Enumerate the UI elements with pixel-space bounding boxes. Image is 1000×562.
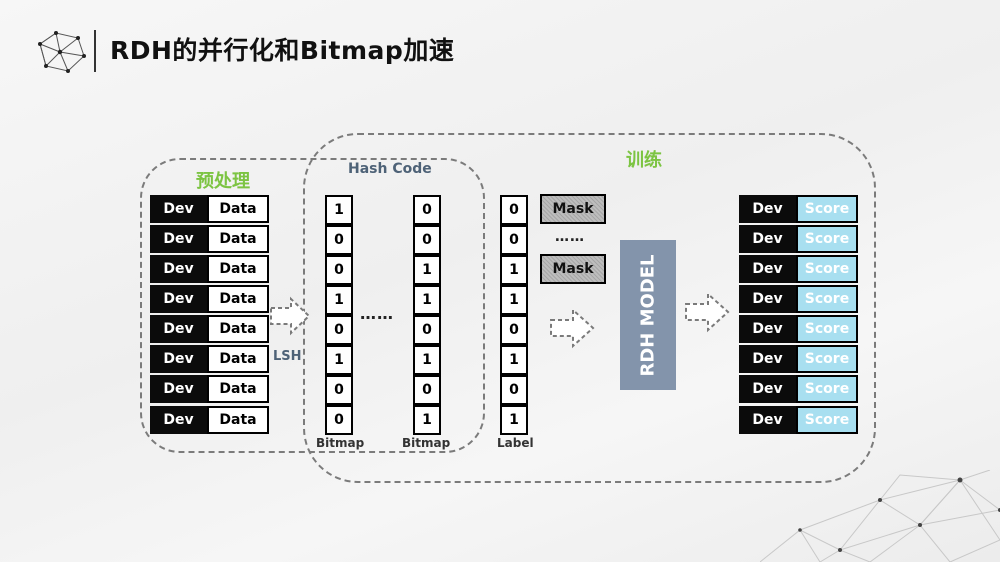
label-cell: 0 <box>500 315 528 345</box>
bit-cell: 0 <box>413 375 441 405</box>
label-column: 0 0 1 1 0 1 0 1 <box>500 195 528 435</box>
dev-cell: Dev <box>739 285 796 313</box>
data-cell: Data <box>207 315 269 343</box>
bitmap-ellipsis: …… <box>360 304 394 323</box>
bit-cell: 1 <box>413 285 441 315</box>
arrow-to-output-icon <box>685 291 730 333</box>
lsh-arrow-icon <box>270 296 311 336</box>
hash-code-label: Hash Code <box>348 161 432 177</box>
bit-cell: 1 <box>325 195 353 225</box>
bit-cell: 0 <box>413 195 441 225</box>
bitmap-label-2: Bitmap <box>402 436 451 450</box>
dev-cell: Dev <box>739 195 796 223</box>
data-cell: Data <box>207 285 269 313</box>
dev-cell: Dev <box>150 255 207 283</box>
bitmap-column-2: 0 0 1 1 0 1 0 1 <box>413 195 441 435</box>
label-cell: 1 <box>500 255 528 285</box>
dev-cell: Dev <box>739 225 796 253</box>
dev-cell: Dev <box>150 225 207 253</box>
data-cell: Data <box>207 225 269 253</box>
bitmap-label-1: Bitmap <box>316 436 365 450</box>
dev-cell: Dev <box>150 315 207 343</box>
bit-cell: 0 <box>325 225 353 255</box>
dev-cell: Dev <box>739 315 796 343</box>
bit-cell: 0 <box>325 315 353 345</box>
score-cell: Score <box>796 225 858 253</box>
page-title: RDH的并行化和Bitmap加速 <box>110 36 455 65</box>
data-cell: Data <box>207 195 269 223</box>
rdh-model-block: RDH MODEL <box>620 240 676 390</box>
score-cell: Score <box>796 255 858 283</box>
data-cell: Data <box>207 345 269 373</box>
bit-cell: 0 <box>325 255 353 285</box>
preprocess-label: 预处理 <box>196 171 250 192</box>
bit-cell: 1 <box>325 345 353 375</box>
data-cell: Data <box>207 375 269 403</box>
score-cell: Score <box>796 195 858 223</box>
label-cell: 1 <box>500 345 528 375</box>
score-cell: Score <box>796 315 858 343</box>
dev-cell: Dev <box>150 285 207 313</box>
rdh-model-label: RDH MODEL <box>637 253 659 377</box>
bit-cell: 0 <box>325 405 353 435</box>
bit-cell: 0 <box>413 225 441 255</box>
train-label: 训练 <box>626 150 662 171</box>
label-cell: 1 <box>500 285 528 315</box>
dev-cell: Dev <box>150 195 207 223</box>
score-cell: Score <box>796 406 858 434</box>
data-cell: Data <box>207 406 269 434</box>
dev-cell: Dev <box>739 375 796 403</box>
polygon-network-logo-icon <box>38 31 86 73</box>
dev-cell: Dev <box>739 406 796 434</box>
polygon-mesh-decoration-icon <box>760 470 1000 562</box>
bitmap-column-1: 1 0 0 1 0 1 0 0 <box>325 195 353 435</box>
data-cell: Data <box>207 255 269 283</box>
label-cell: 1 <box>500 405 528 435</box>
label-column-label: Label <box>497 436 534 450</box>
dev-cell: Dev <box>150 375 207 403</box>
bit-cell: 1 <box>413 255 441 285</box>
bit-cell: 1 <box>325 285 353 315</box>
mask-box: Mask <box>540 194 606 224</box>
bit-cell: 1 <box>413 405 441 435</box>
score-cell: Score <box>796 375 858 403</box>
mask-box: Mask <box>540 254 606 284</box>
arrow-to-model-icon <box>550 307 595 349</box>
score-cell: Score <box>796 285 858 313</box>
bit-cell: 0 <box>325 375 353 405</box>
training-region <box>303 133 876 483</box>
dev-cell: Dev <box>739 255 796 283</box>
dev-cell: Dev <box>150 406 207 434</box>
score-cell: Score <box>796 345 858 373</box>
dev-cell: Dev <box>739 345 796 373</box>
dev-cell: Dev <box>150 345 207 373</box>
label-cell: 0 <box>500 375 528 405</box>
title-separator <box>94 30 96 72</box>
bit-cell: 1 <box>413 345 441 375</box>
mask-ellipsis: …… <box>555 229 585 245</box>
label-cell: 0 <box>500 225 528 255</box>
lsh-label: LSH <box>273 349 302 364</box>
bit-cell: 0 <box>413 315 441 345</box>
label-cell: 0 <box>500 195 528 225</box>
